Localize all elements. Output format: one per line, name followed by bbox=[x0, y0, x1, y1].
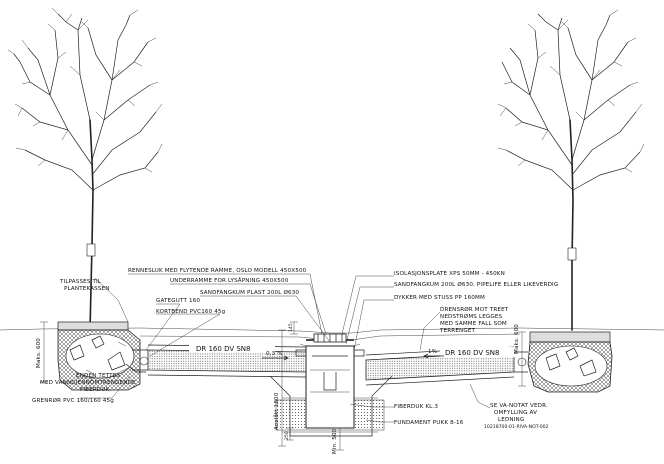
leader-lines bbox=[76, 273, 491, 423]
label-drensror-2: NEDSTRØMS LEGGES bbox=[440, 313, 503, 320]
dim-min: Min. 500 bbox=[332, 428, 338, 454]
label-gategutt: GATEGUTT 160 bbox=[156, 298, 200, 304]
label-underramme: UNDERRAMME FOR LYSÅPNING 450X500 bbox=[170, 277, 289, 284]
label-tilpasses-2: PLANTEKASSEN bbox=[64, 286, 110, 292]
label-drensror-3: MED SAMME FALL SOM bbox=[440, 321, 507, 327]
label-fiberduk: FIBERDUK KL.3 bbox=[394, 404, 438, 410]
label-kortbend: KORTBEND PVC160 45g bbox=[156, 309, 226, 315]
label-rennesluk: RENNESLUK MED FLYTENDE RAMME, OSLO MODEL… bbox=[128, 268, 307, 274]
planting-box-right bbox=[527, 331, 613, 393]
label-fundament: FUNDAMENT PUKK 8-16 bbox=[394, 420, 464, 426]
label-drensror-1: DRENSRØR MOT TREET bbox=[440, 306, 509, 313]
drain-pipes bbox=[125, 343, 528, 386]
dim-maks-right: Maks. 600 bbox=[514, 324, 520, 354]
label-sandfang-plast: SANDFANGKUM PLAST 200L Ø630 bbox=[200, 289, 299, 296]
labels: TILPASSES TIL PLANTEKASSEN RENNESLUK MED… bbox=[32, 268, 558, 454]
label-tilpasses-1: TILPASSES TIL bbox=[59, 279, 102, 285]
label-drensror-4: TERRENGET bbox=[439, 328, 476, 334]
label-enden-2: MED VANNGJENNOMTRENGENDE bbox=[40, 380, 136, 386]
label-pipe-right: DR 160 DV SN8 bbox=[445, 349, 499, 357]
label-se-va-2: OMFYLLING AV bbox=[494, 410, 537, 416]
label-slope: 0,3 % bbox=[266, 351, 283, 357]
label-isolasjon: ISOLASJONSPLATE XPS 50MM - 450KN bbox=[394, 271, 505, 277]
tree-left bbox=[7, 7, 163, 331]
label-ref: 10218700-01-RIVA-NOT-002 bbox=[484, 424, 549, 430]
dim-maks-left: Maks. 600 bbox=[36, 338, 42, 368]
label-se-va-1: SE VA-NOTAT VEDR. bbox=[490, 403, 548, 409]
label-se-va-3: LEDNING bbox=[498, 417, 524, 423]
dim-anslatt: Anslått 1800 bbox=[273, 392, 280, 430]
tree-right bbox=[497, 9, 645, 331]
planting-box-left bbox=[57, 321, 141, 391]
label-enden-1: ENDEN TETTES bbox=[76, 373, 120, 379]
label-enden-3: FIBERDUK bbox=[80, 387, 110, 393]
label-slope-right: 1% bbox=[428, 349, 437, 355]
label-dykker: DYKKER MED STUSS PP 160MM bbox=[394, 295, 485, 301]
label-pipe-left: DR 160 DV SN8 bbox=[196, 345, 250, 353]
dim-145: 145 bbox=[288, 323, 294, 332]
catch-basin bbox=[269, 333, 393, 437]
label-grenror: GRENRØR PVC 160/160 45g bbox=[32, 397, 114, 404]
dim-250: 250 bbox=[284, 431, 290, 440]
label-sandfang-pipe: SANDFANGKUM 200L Ø630, PIPELIFE ELLER LI… bbox=[394, 281, 558, 288]
dimension-lines bbox=[40, 321, 526, 451]
